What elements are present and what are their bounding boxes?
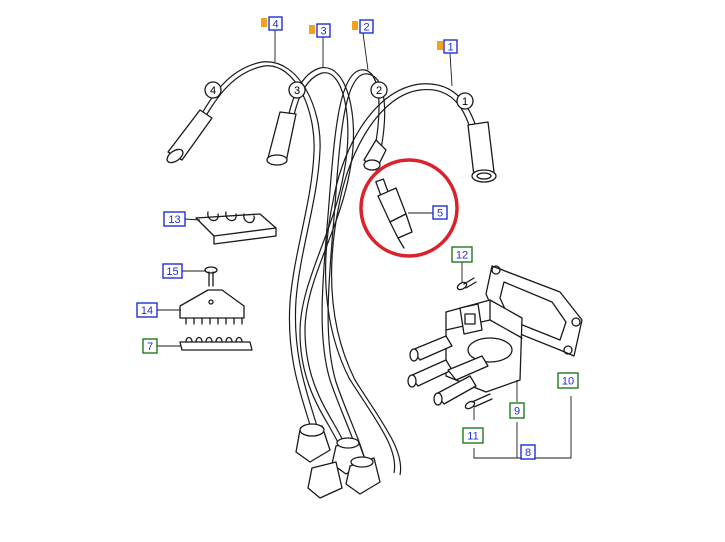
callout-11[interactable]: 11: [462, 427, 484, 444]
marker-3: [309, 25, 315, 34]
highlight-circle: [359, 158, 459, 258]
marker-4: [261, 18, 267, 27]
bolt-12: [456, 277, 477, 291]
screw-15: [204, 266, 218, 287]
wire-holder-strip: [179, 336, 253, 351]
callout-15[interactable]: 15: [162, 263, 183, 279]
callout-14[interactable]: 14: [136, 302, 158, 318]
svg-text:9: 9: [514, 406, 520, 418]
callout-10[interactable]: 10: [557, 372, 579, 389]
ignition-wire-harness: [181, 61, 485, 476]
marker-1: [437, 41, 443, 50]
wire-holder-comb: [179, 289, 245, 325]
svg-text:4: 4: [272, 19, 278, 31]
svg-text:14: 14: [141, 305, 153, 317]
svg-text:12: 12: [456, 250, 468, 262]
svg-text:1: 1: [447, 42, 453, 54]
ignition-coil-assembly: [407, 265, 583, 406]
wire-separator-clip: [195, 211, 277, 245]
cylinder-tag-2: 2: [370, 81, 388, 99]
plug-boot-1: [467, 121, 497, 183]
svg-text:3: 3: [320, 26, 326, 38]
svg-text:15: 15: [166, 266, 178, 278]
cylinder-tag-3: 3: [288, 81, 306, 99]
plug-boot-3: [266, 111, 297, 166]
callout-1[interactable]: 1: [443, 39, 458, 54]
cylinder-tag-4: 4: [204, 81, 222, 99]
callout-12[interactable]: 12: [451, 246, 473, 263]
marker-2: [352, 21, 358, 30]
bolt-11: [464, 393, 493, 410]
svg-text:1: 1: [462, 96, 468, 108]
svg-text:10: 10: [562, 376, 574, 388]
callout-4[interactable]: 4: [268, 16, 283, 31]
spark-plug: [375, 178, 413, 249]
svg-text:7: 7: [147, 341, 153, 353]
svg-text:13: 13: [168, 214, 180, 226]
callout-13[interactable]: 13: [163, 211, 186, 227]
callout-5[interactable]: 5: [432, 205, 448, 220]
callout-7[interactable]: 7: [142, 338, 158, 354]
callout-8[interactable]: 8: [520, 444, 536, 460]
svg-text:4: 4: [210, 85, 216, 97]
svg-text:8: 8: [525, 447, 531, 459]
coil-boot-cluster: [295, 423, 381, 499]
callout-9[interactable]: 9: [509, 402, 525, 419]
cylinder-tag-1: 1: [456, 92, 474, 110]
svg-text:2: 2: [363, 22, 369, 34]
svg-text:2: 2: [376, 85, 382, 97]
svg-text:11: 11: [467, 431, 478, 443]
plug-boot-2: [363, 139, 387, 171]
svg-text:3: 3: [294, 85, 300, 97]
plug-boot-4: [166, 109, 213, 164]
svg-text:5: 5: [437, 208, 443, 220]
callout-2[interactable]: 2: [359, 19, 374, 34]
callout-3[interactable]: 3: [316, 23, 331, 38]
